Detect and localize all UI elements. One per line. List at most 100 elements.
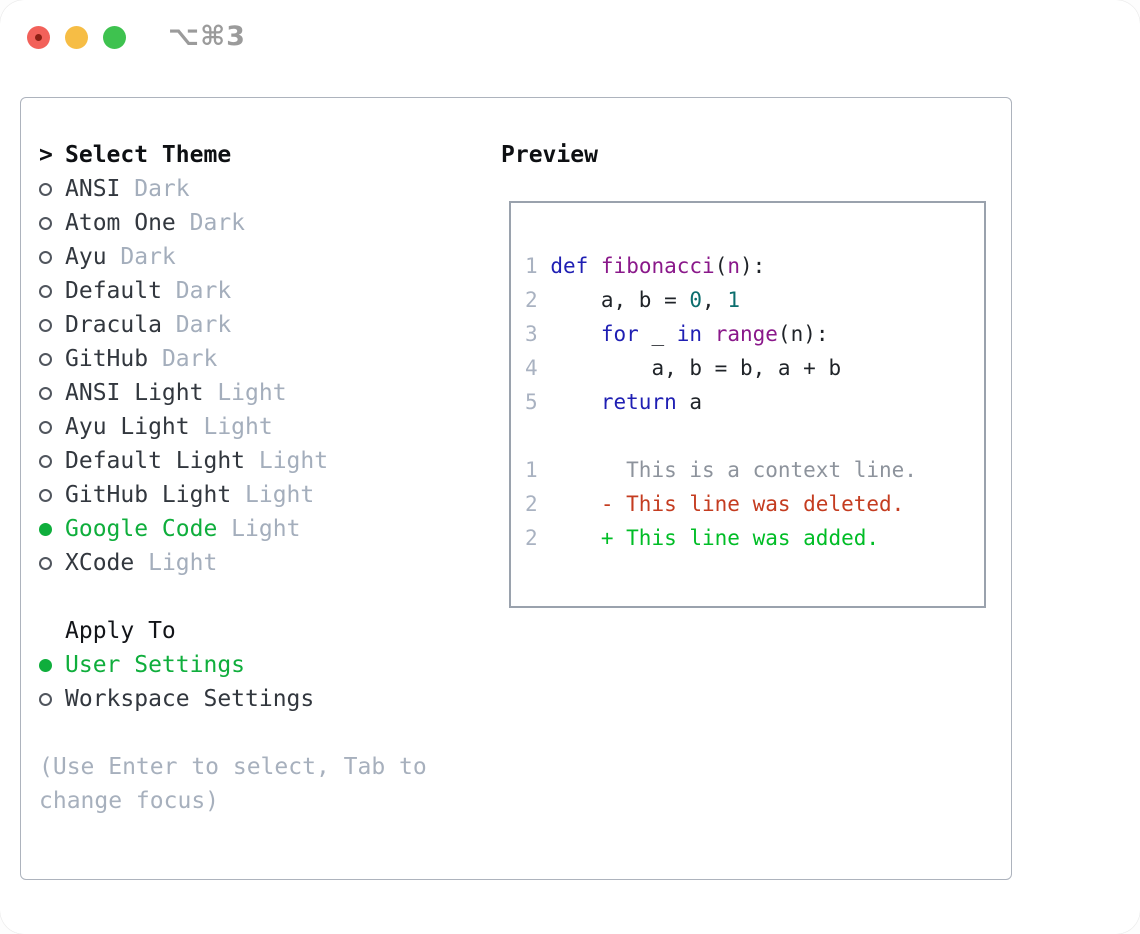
code-line: 3 for _ in range(n): — [525, 317, 984, 351]
theme-option-label: GitHub — [65, 346, 149, 372]
line-number: 4 — [525, 356, 538, 380]
spacer — [39, 580, 489, 614]
code-line: 2 a, b = 0, 1 — [525, 283, 984, 317]
code-token-pl: (n): — [777, 322, 829, 346]
line-number: 3 — [525, 322, 538, 346]
theme-variant-label: Dark — [175, 210, 246, 236]
theme-option-label: Google Code — [65, 516, 218, 542]
line-number: 2 — [525, 526, 538, 550]
theme-option-label: Dracula — [65, 312, 162, 338]
radio-icon[interactable] — [39, 692, 52, 706]
theme-option-ansi-light-light[interactable]: ANSI Light Light — [39, 376, 489, 410]
theme-option-label: Default — [65, 278, 162, 304]
theme-variant-label: Dark — [106, 244, 176, 270]
apply-option-user-settings[interactable]: User Settings — [39, 648, 489, 682]
apply-option-label: Workspace Settings — [65, 686, 315, 712]
code-token-pl: _ — [638, 322, 677, 346]
line-number: 1 — [525, 254, 538, 278]
theme-option-label: Atom One — [65, 210, 176, 236]
radio-icon[interactable] — [39, 250, 52, 264]
theme-variant-label: Light — [134, 550, 218, 576]
theme-variant-label: Dark — [148, 346, 218, 372]
code-token-pl: , — [702, 288, 728, 312]
theme-option-label: XCode — [65, 550, 135, 576]
select-theme-header: > Select Theme — [39, 138, 489, 172]
code-token-pl: ( — [714, 254, 728, 278]
apply-option-label: User Settings — [65, 652, 246, 678]
titlebar: ⌥⌘3 — [0, 0, 1140, 74]
code-line: 4 a, b = b, a + b — [525, 351, 984, 385]
line-number: 1 — [525, 458, 538, 482]
theme-variant-label: Dark — [120, 176, 190, 202]
code-token-pl: a — [676, 390, 703, 414]
code-token-lit: 0 — [689, 288, 703, 312]
code-token-kw: return — [600, 390, 677, 414]
theme-variant-label: Dark — [161, 312, 232, 338]
code-token-ctx: This is a context line. — [537, 458, 917, 482]
radio-selected-icon[interactable] — [39, 658, 52, 672]
radio-icon[interactable] — [39, 284, 52, 298]
radio-icon[interactable] — [39, 488, 52, 502]
theme-option-github-dark[interactable]: GitHub Dark — [39, 342, 489, 376]
code-token-fn: fibonacci — [600, 254, 715, 278]
close-button-icon[interactable] — [27, 26, 50, 49]
apply-option-workspace-settings[interactable]: Workspace Settings — [39, 682, 489, 716]
theme-option-dracula-dark[interactable]: Dracula Dark — [39, 308, 489, 342]
code-token-del: - This line was deleted. — [537, 492, 905, 516]
help-text: (Use Enter to select, Tab to change focu… — [39, 754, 427, 814]
theme-option-google-code-light[interactable]: Google Code Light — [39, 512, 489, 546]
code-token-pl: ): — [740, 254, 766, 278]
theme-option-label: GitHub Light — [65, 482, 232, 508]
theme-option-ayu-dark[interactable]: Ayu Dark — [39, 240, 489, 274]
code-token-kw: for — [600, 322, 639, 346]
code-line: 5 return a — [525, 385, 984, 419]
diff-preview: 1 This is a context line.2 - This line w… — [525, 453, 984, 555]
theme-variant-label: Light — [217, 516, 301, 542]
line-number: 2 — [525, 492, 538, 516]
radio-icon[interactable] — [39, 454, 52, 468]
theme-option-label: ANSI — [65, 176, 121, 202]
code-token-kw: in — [676, 322, 703, 346]
theme-option-ansi-dark[interactable]: ANSI Dark — [39, 172, 489, 206]
theme-variant-label: Light — [231, 482, 315, 508]
theme-option-default-dark[interactable]: Default Dark — [39, 274, 489, 308]
theme-option-atom-one-dark[interactable]: Atom One Dark — [39, 206, 489, 240]
theme-option-github-light-light[interactable]: GitHub Light Light — [39, 478, 489, 512]
theme-variant-label: Light — [189, 414, 273, 440]
minimize-button-icon[interactable] — [65, 26, 88, 49]
theme-option-label: Default Light — [65, 448, 246, 474]
theme-variant-label: Light — [245, 448, 329, 474]
diff-line: 1 This is a context line. — [525, 453, 984, 487]
radio-icon[interactable] — [39, 556, 52, 570]
theme-option-ayu-light-light[interactable]: Ayu Light Light — [39, 410, 489, 444]
radio-icon[interactable] — [39, 182, 52, 196]
select-theme-title: Select Theme — [65, 142, 232, 168]
radio-icon[interactable] — [39, 386, 52, 400]
code-line: 1 def fibonacci(n): — [525, 249, 984, 283]
radio-icon[interactable] — [39, 420, 52, 434]
radio-icon[interactable] — [39, 352, 52, 366]
code-token-pl: a, b = b, a + b — [537, 356, 842, 380]
theme-option-xcode-light[interactable]: XCode Light — [39, 546, 489, 580]
theme-option-label: Ayu — [65, 244, 107, 270]
code-token-pl — [538, 390, 601, 414]
theme-variant-label: Dark — [161, 278, 232, 304]
code-token-pl — [702, 322, 715, 346]
preview-title: Preview — [501, 142, 598, 168]
diff-line: 2 - This line was deleted. — [525, 487, 984, 521]
prompt-icon: > — [39, 142, 53, 168]
radio-icon[interactable] — [39, 216, 52, 230]
zoom-button-icon[interactable] — [103, 26, 126, 49]
theme-option-default-light-light[interactable]: Default Light Light — [39, 444, 489, 478]
code-token-pl — [538, 322, 601, 346]
window-title: ⌥⌘3 — [168, 21, 246, 52]
diff-line: 2 + This line was added. — [525, 521, 984, 555]
radio-selected-icon[interactable] — [39, 522, 52, 536]
radio-icon[interactable] — [39, 318, 52, 332]
